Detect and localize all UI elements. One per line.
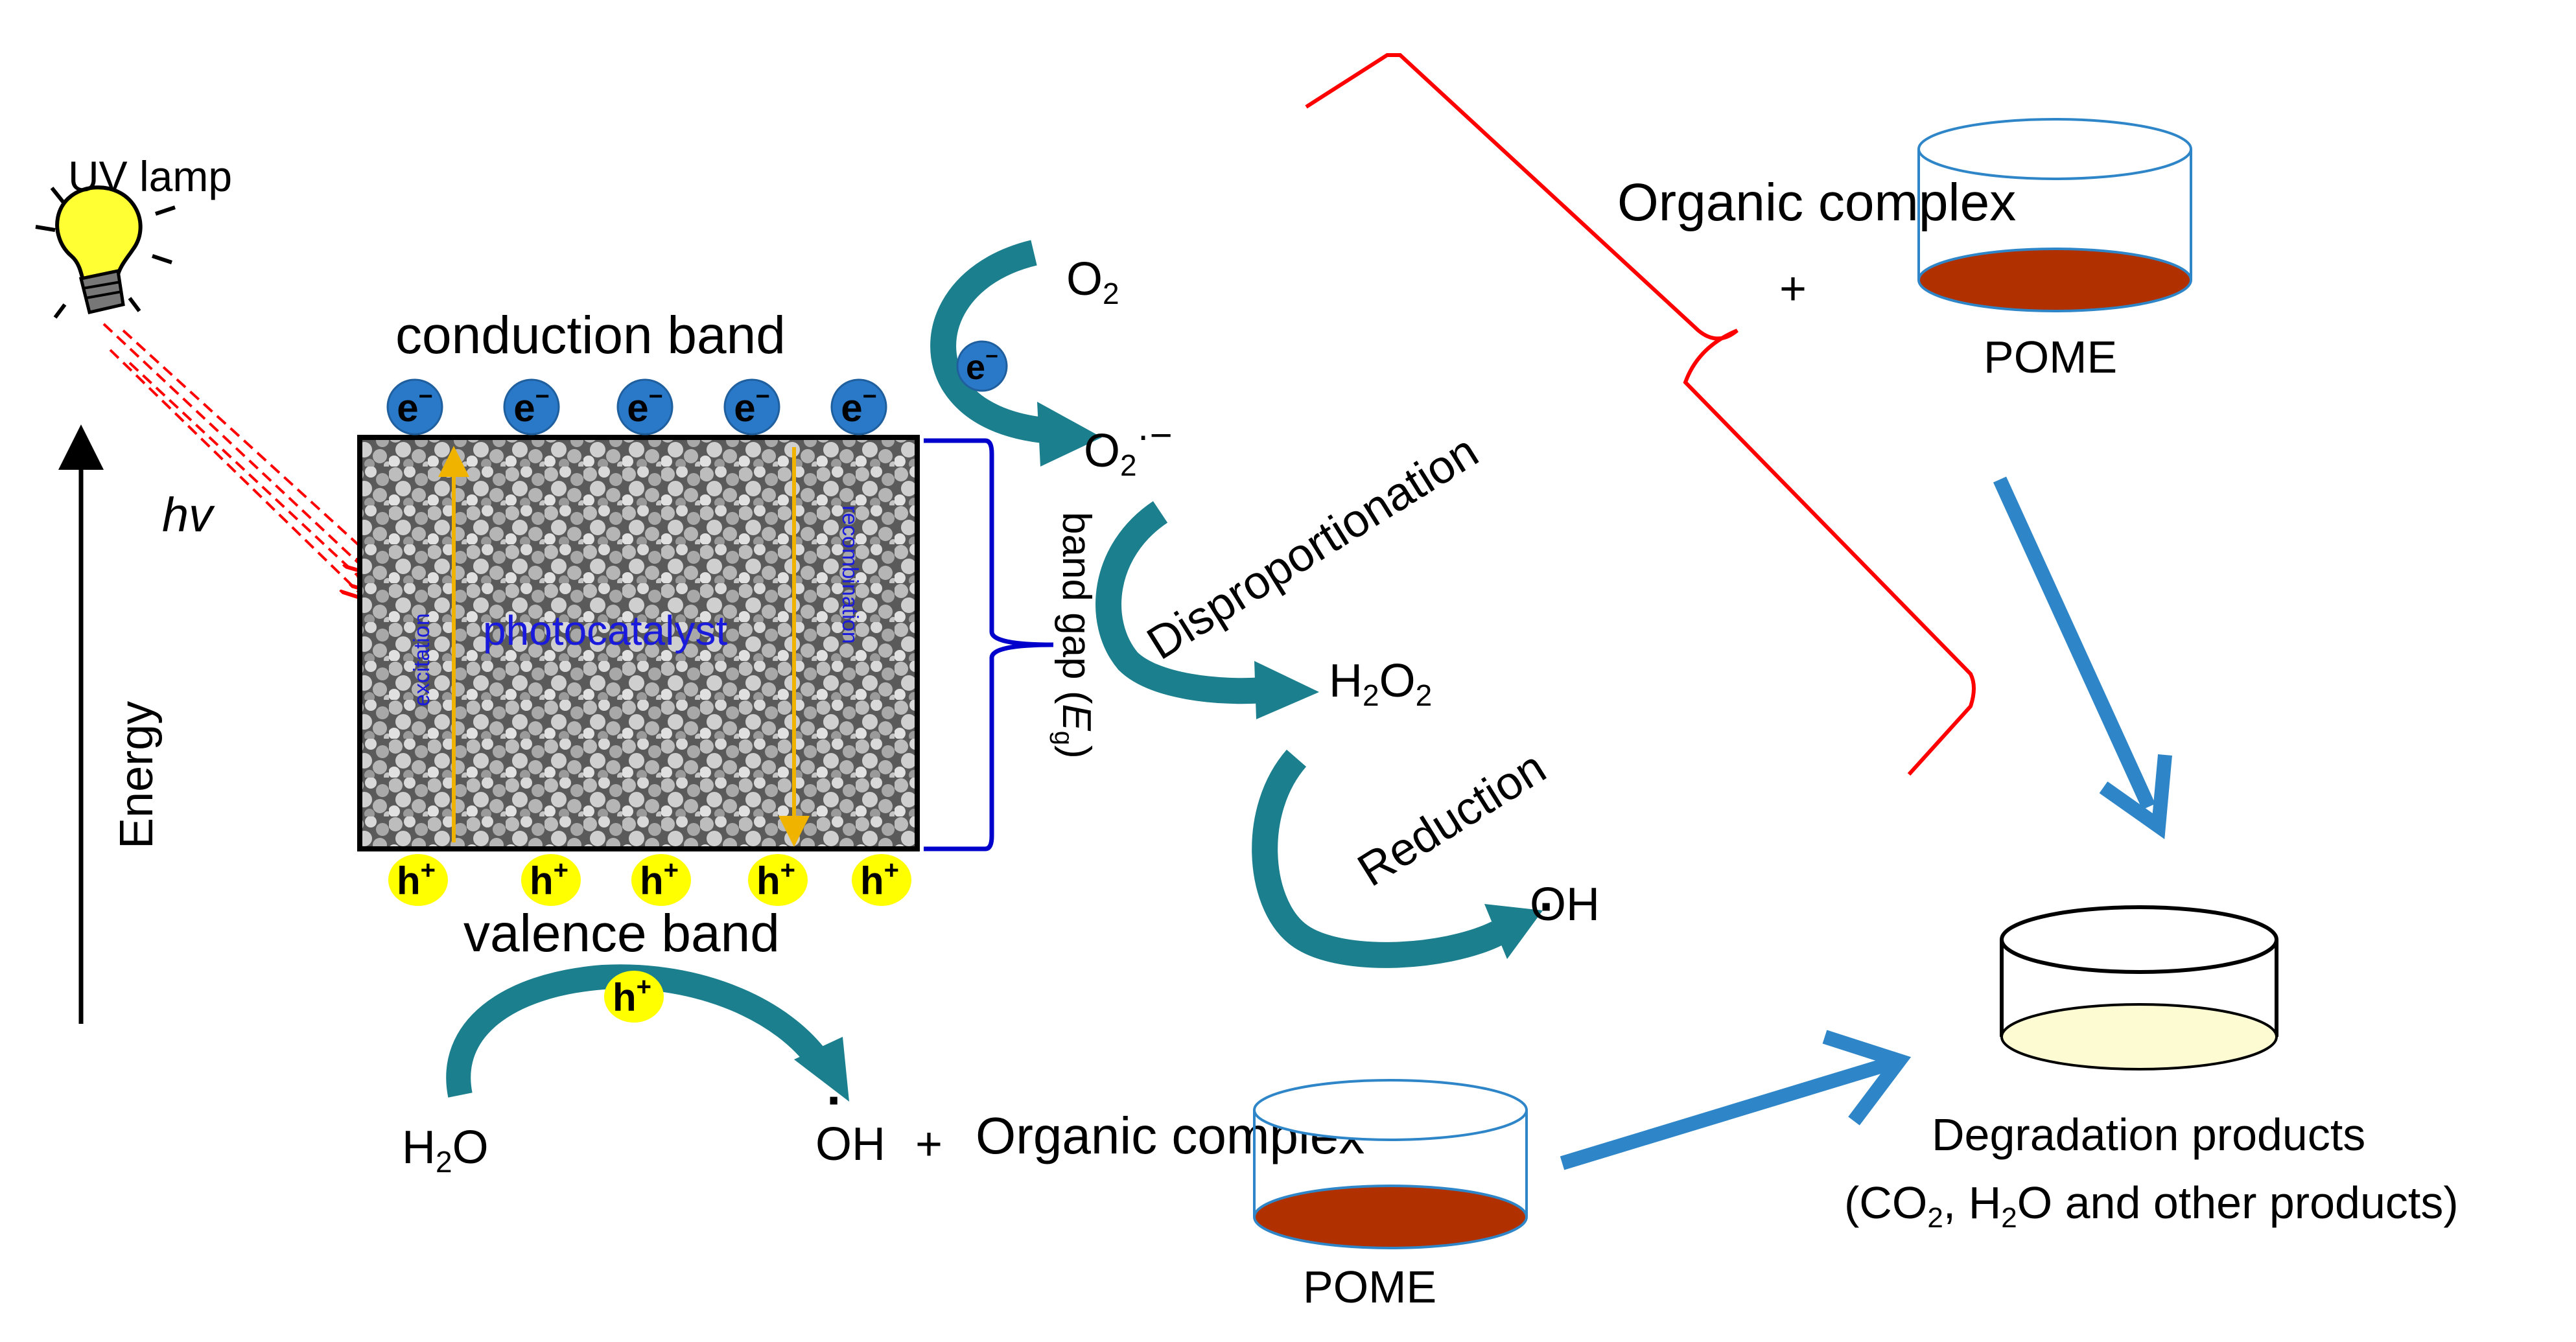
pome-dish-top (1917, 118, 2192, 312)
excitation-label: excitation (410, 613, 434, 706)
svg-text:e−: e− (966, 344, 998, 387)
hv-label: hv (162, 488, 215, 542)
products-detail: (CO2, H2O and other products) (1844, 1177, 2459, 1234)
valence-band-label: valence band (463, 904, 780, 963)
hole: h+ (748, 854, 808, 906)
products-title: Degradation products (1932, 1109, 2365, 1160)
energy-label: Energy (111, 701, 163, 849)
svg-text:h+: h+ (640, 856, 679, 903)
svg-text:·: · (1539, 877, 1556, 935)
electron: e− (386, 378, 443, 435)
svg-text:e−: e− (734, 383, 770, 430)
flow-arrow-right (1560, 1030, 1912, 1170)
photocatalyst-label: photocatalyst (483, 607, 727, 654)
electron: e− (723, 378, 780, 435)
pome-label-bottom: POME (1303, 1262, 1436, 1312)
reduction-label: Reduction (1349, 741, 1554, 897)
plus-sign-top: + (1779, 263, 1807, 315)
svg-text:h+: h+ (860, 856, 899, 903)
o2-reduction-arrow (930, 240, 1102, 467)
conduction-band-label: conduction band (395, 306, 786, 365)
uv-lamp-label: UV lamp (68, 152, 232, 200)
svg-text:e−: e− (627, 383, 663, 430)
hydroxyl-radical-bottom: · OH (815, 1071, 885, 1170)
pome-dish-bottom (1253, 1079, 1528, 1249)
svg-text:h+: h+ (613, 973, 651, 1019)
light-rays (102, 323, 379, 596)
svg-text:h+: h+ (397, 856, 436, 903)
svg-text:e−: e− (841, 383, 877, 430)
svg-text:h+: h+ (756, 856, 795, 903)
svg-text:h+: h+ (530, 856, 568, 903)
svg-text:e−: e− (513, 383, 550, 430)
band-gap-label: band gap (Eg) (1049, 512, 1099, 759)
flow-arrow-down (1993, 476, 2172, 839)
svg-text:e−: e− (397, 383, 433, 430)
hydroxyl-radical-right: · OH (1530, 877, 1600, 935)
electron: e− (956, 340, 1008, 392)
svg-text:OH: OH (815, 1118, 885, 1170)
reduction-arrow (1252, 749, 1543, 968)
disproportionation-label: Disproportionation (1138, 425, 1487, 669)
hole: h+ (631, 854, 691, 906)
band-gap-bracket (924, 438, 1054, 851)
products-dish (2000, 905, 2278, 1070)
h2o2-label: H2O2 (1329, 655, 1432, 712)
hole: h+ (604, 971, 664, 1023)
recombination-label: recombination (837, 505, 862, 644)
electron: e− (503, 378, 560, 435)
disproportionation-arrow (1095, 501, 1319, 719)
organic-complex-top: Organic complex (1617, 173, 2016, 232)
hole: h+ (521, 854, 581, 906)
electron: e− (830, 378, 887, 435)
uv-lamp-icon (35, 185, 176, 319)
water-oxidation-arrow (446, 964, 849, 1102)
svg-text:·: · (826, 1071, 844, 1129)
superoxide-label: O2·− (1084, 413, 1173, 482)
electron-row: e− e− e− e− e− (386, 378, 887, 435)
svg-text:OH: OH (1530, 879, 1600, 931)
red-bracket (1305, 53, 1976, 776)
h2o-label: H2O (402, 1122, 489, 1179)
hole: h+ (388, 854, 448, 906)
o2-label: O2 (1066, 253, 1119, 310)
electron: e− (616, 378, 673, 435)
hole: h+ (852, 854, 911, 906)
pome-label-top: POME (1984, 332, 2117, 382)
hole-row: h+ h+ h+ h+ h+ (388, 854, 911, 906)
plus-sign-bottom: + (915, 1118, 943, 1170)
